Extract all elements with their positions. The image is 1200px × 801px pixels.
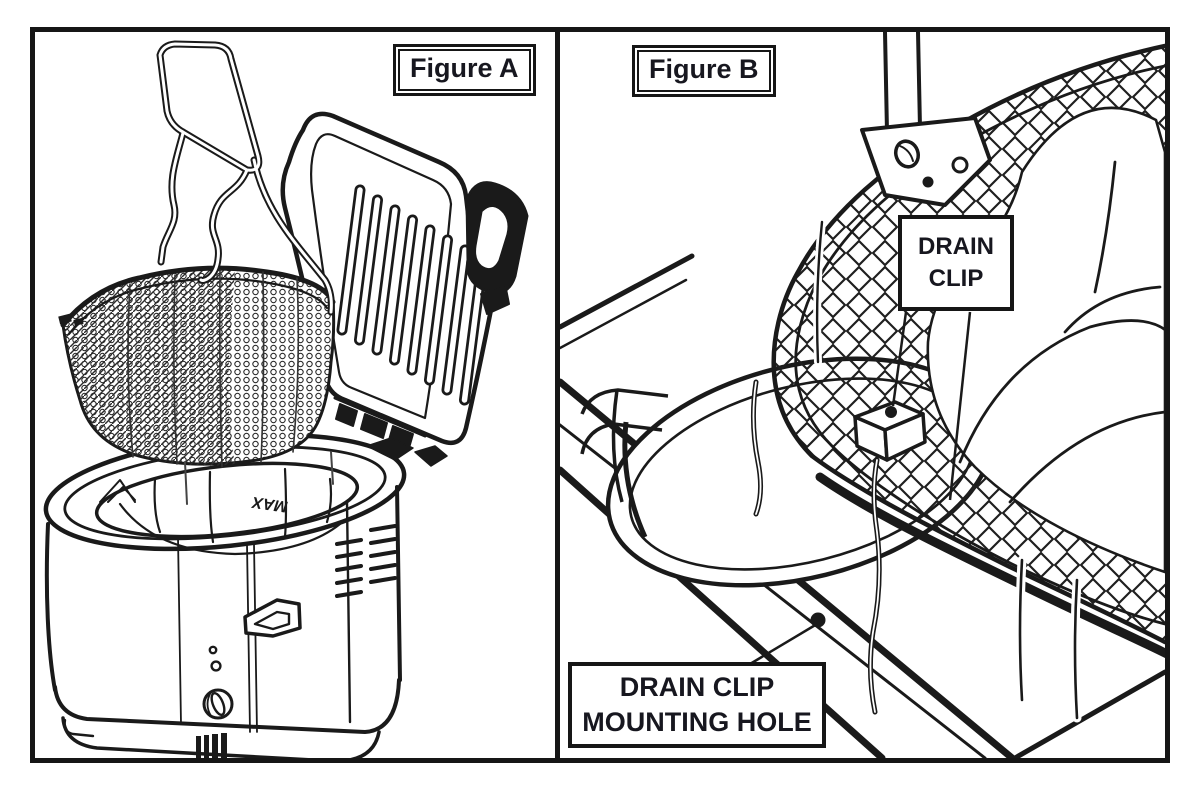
figure-a-label-box: Figure A bbox=[393, 44, 536, 96]
fryer-body: MAX bbox=[43, 432, 448, 758]
mesh-basket bbox=[750, 43, 1165, 723]
deep-fryer-exploded-illustration: MAX bbox=[43, 40, 529, 758]
side-vents bbox=[335, 524, 397, 598]
basket-interior-curves bbox=[958, 160, 1165, 504]
indicator-light bbox=[208, 645, 218, 655]
diagram-frame: MAX bbox=[30, 27, 1170, 763]
mounting-hole-callout-line2: MOUNTING HOLE bbox=[582, 707, 812, 737]
drain-hook-wires bbox=[750, 379, 882, 715]
basket-latch bbox=[58, 313, 84, 326]
drain-clip-callout-line1: DRAIN bbox=[918, 232, 994, 260]
figure-b-panel: Figure B DRAIN CLIP DRAIN CLIP MOUNTING … bbox=[560, 32, 1165, 758]
pot-interior bbox=[99, 467, 342, 556]
max-fill-marking: MAX bbox=[249, 493, 290, 515]
mounting-hole-callout-line1: DRAIN CLIP bbox=[619, 671, 775, 702]
basket-ribs bbox=[127, 269, 300, 468]
indicator-light bbox=[210, 660, 222, 672]
panel-divider bbox=[555, 32, 560, 758]
drain-clip-callout-line2: CLIP bbox=[928, 265, 984, 292]
cord-vents bbox=[196, 733, 227, 758]
fry-basket bbox=[58, 265, 336, 505]
lid-hinge-cutout bbox=[580, 388, 669, 503]
basket-wire-handle bbox=[156, 40, 335, 316]
leader-lines bbox=[749, 311, 972, 666]
figure-a-panel: MAX bbox=[35, 32, 555, 758]
handle-bracket bbox=[860, 32, 992, 207]
lid-hinge bbox=[333, 396, 427, 449]
basket-wall-ribs bbox=[813, 218, 1082, 723]
basket-drain-clip-closeup-illustration bbox=[560, 32, 1165, 758]
drain-clip-callout: DRAIN CLIP bbox=[898, 215, 1014, 311]
figure-b-label-box: Figure B bbox=[632, 45, 776, 97]
fryer-lid bbox=[280, 111, 529, 449]
drain-clip bbox=[853, 400, 927, 462]
lid-vent-slats bbox=[336, 184, 488, 406]
lid-handle bbox=[465, 181, 529, 315]
figure-a-label: Figure A bbox=[398, 49, 531, 91]
figure-b-label: Figure B bbox=[637, 50, 771, 92]
drain-clip-mounting-hole bbox=[810, 612, 826, 628]
front-handle bbox=[243, 598, 302, 638]
mounting-hole-callout: DRAIN CLIP MOUNTING HOLE bbox=[568, 662, 826, 748]
control-knob bbox=[202, 688, 234, 720]
